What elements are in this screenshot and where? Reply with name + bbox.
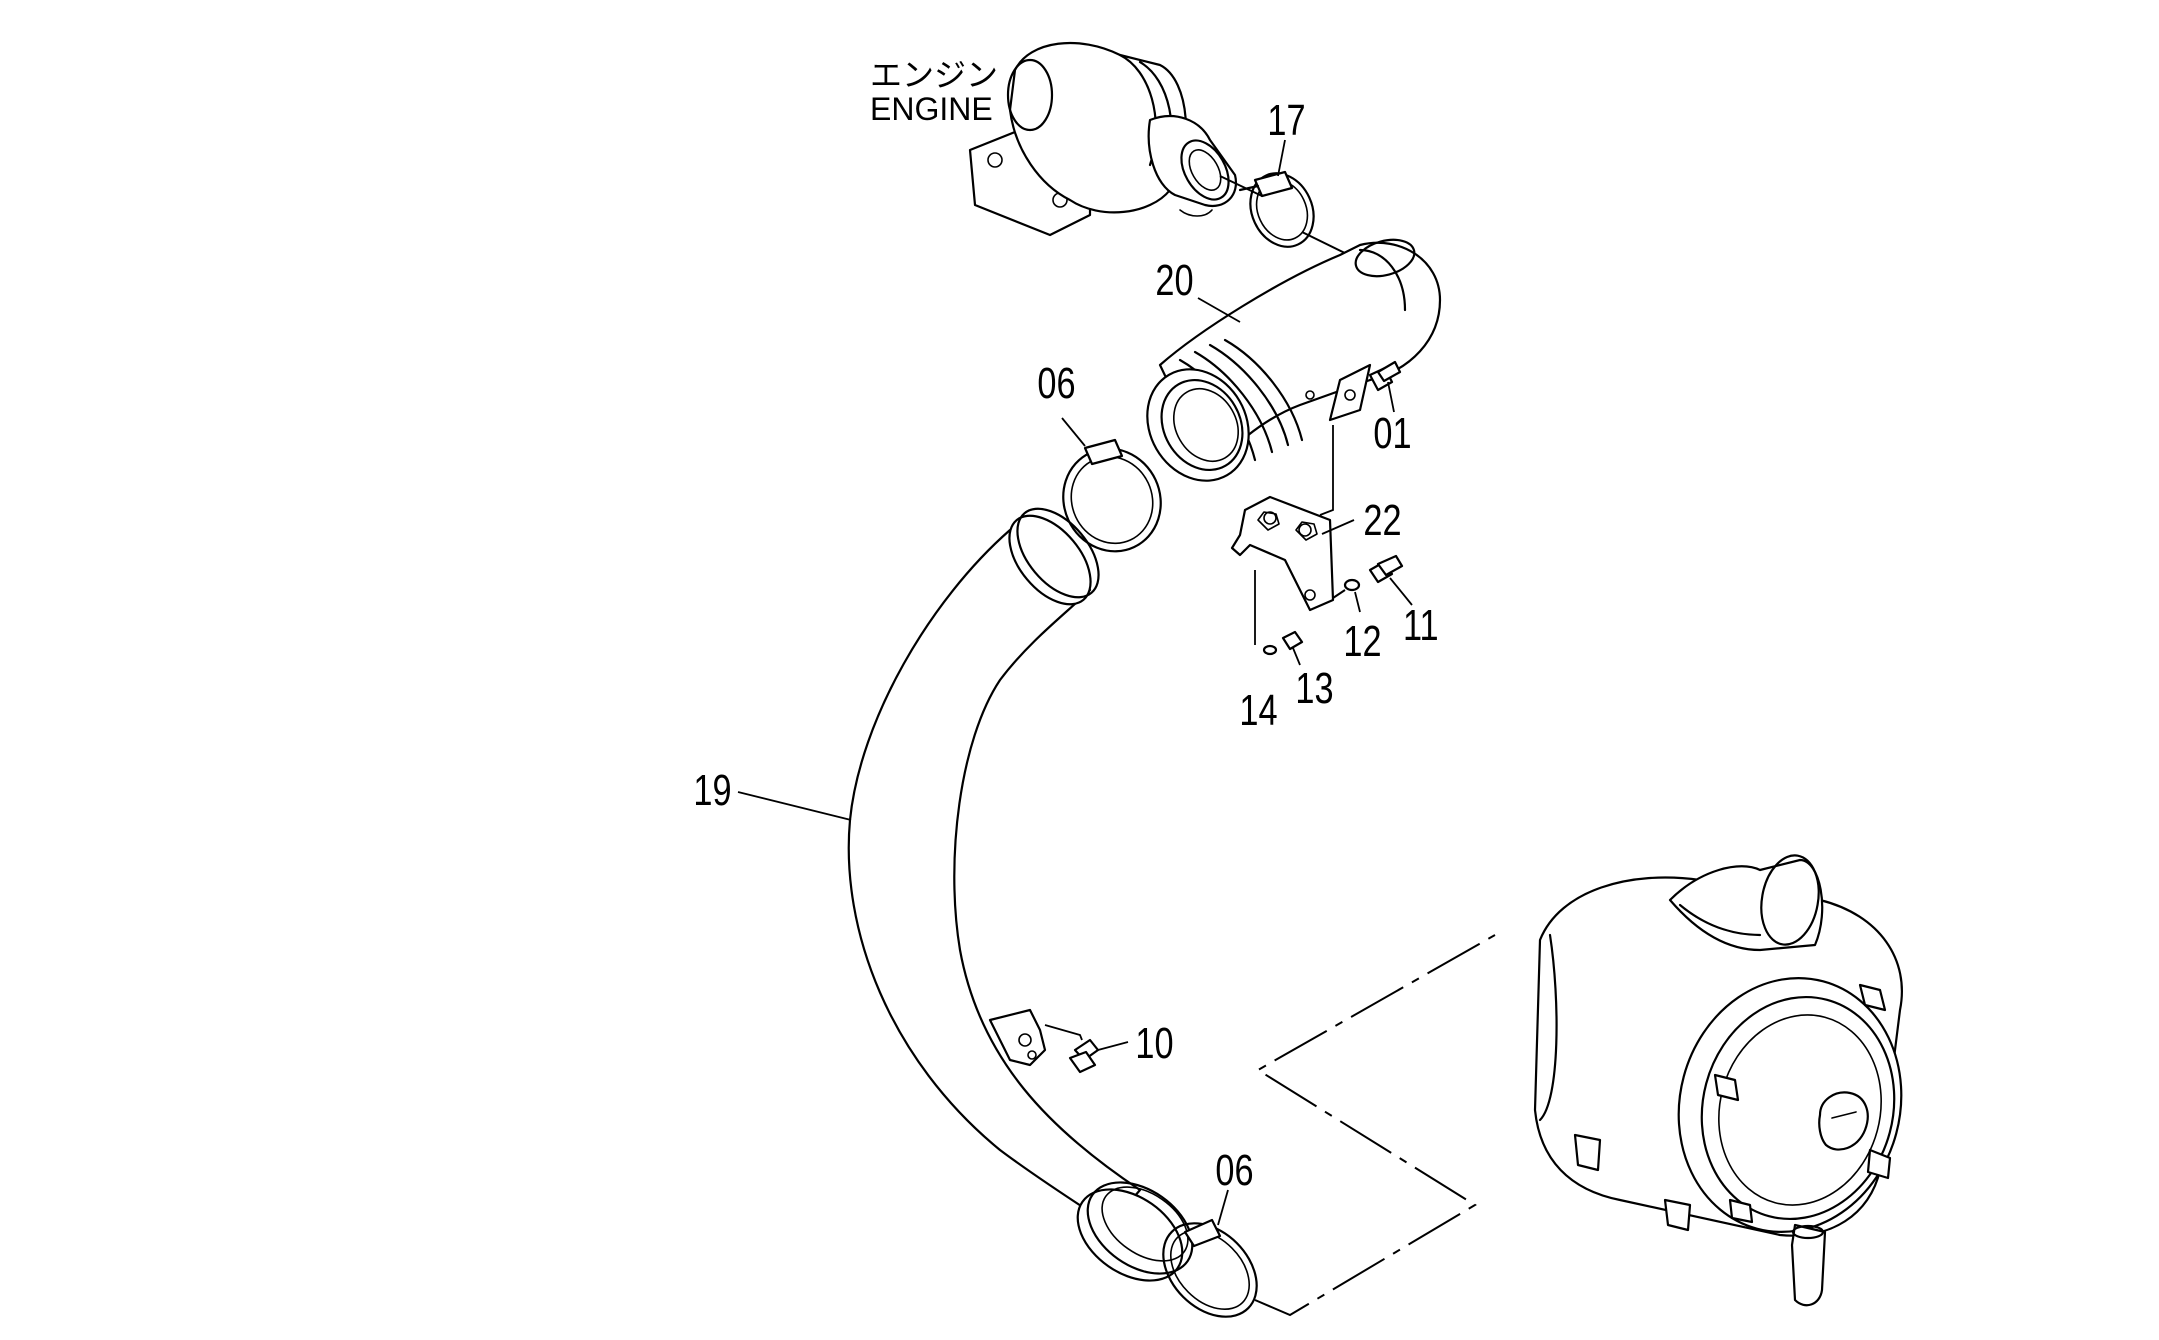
leader-22 — [1321, 519, 1355, 535]
bolt-11 — [1368, 554, 1413, 606]
part-label-12: 12 — [1343, 617, 1381, 666]
part-label-11: 11 — [1403, 601, 1439, 650]
bolt-13 — [1281, 630, 1304, 666]
guide-line-20-22 — [1319, 425, 1334, 516]
part-label-14: 14 — [1239, 686, 1277, 735]
part-label-20: 20 — [1155, 256, 1193, 305]
engine-label-japanese: エンジン — [870, 57, 998, 93]
part-label-13: 13 — [1295, 664, 1333, 713]
part-label-06-bottom: 06 — [1215, 1146, 1253, 1195]
part-label-01: 01 — [1373, 409, 1411, 458]
hose-19 — [847, 507, 1194, 1282]
leader-19 — [737, 791, 852, 821]
engine-turbo — [968, 41, 1263, 237]
part-label-19: 19 — [693, 766, 731, 815]
washer-14 — [1262, 644, 1278, 656]
bolt-01 — [1368, 360, 1402, 413]
leader-20 — [1197, 297, 1241, 323]
part-label-06-top: 06 — [1037, 359, 1075, 408]
connector-line-bottom — [1254, 934, 1496, 1317]
clamp-17 — [1238, 170, 1356, 259]
leader-17 — [1277, 139, 1286, 177]
bracket-22 — [1230, 495, 1335, 612]
engine-label-english: ENGINE — [870, 91, 993, 127]
part-label-17: 17 — [1267, 96, 1305, 145]
part-label-22: 22 — [1363, 496, 1401, 545]
bolt-10 — [1068, 1038, 1129, 1074]
washer-12 — [1332, 578, 1361, 613]
engine-label: エンジン ENGINE — [870, 57, 998, 127]
clamp-06-bottom — [1162, 1189, 1258, 1318]
hose-20 — [1146, 238, 1442, 482]
air-cleaner — [1533, 854, 1903, 1307]
part-label-10: 10 — [1135, 1019, 1173, 1068]
